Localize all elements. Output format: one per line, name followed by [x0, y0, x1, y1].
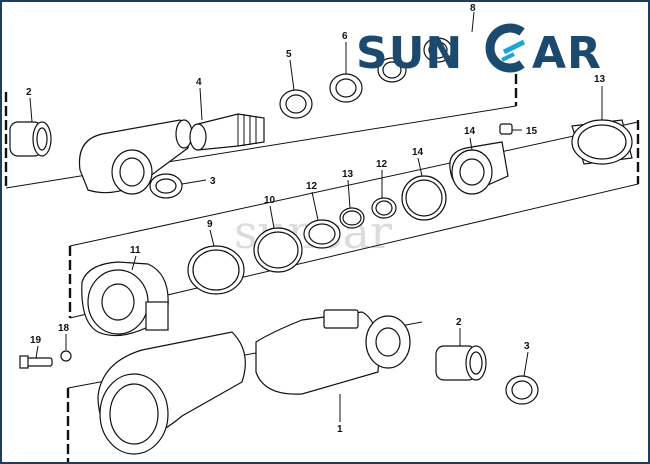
logo-text-left: SUN [356, 28, 463, 79]
part-seals-middle [187, 175, 447, 295]
callout-15: 13 [594, 74, 606, 85]
callout-19: 19 [30, 335, 42, 346]
part-seals-top [279, 37, 453, 119]
callout-11: 11 [130, 245, 141, 256]
callout-2-top: 2 [26, 87, 32, 98]
part-set-screw [499, 123, 513, 135]
callout-1: 1 [337, 424, 343, 435]
part-cylinder-barrel [97, 309, 411, 455]
callout-17: 15 [526, 126, 538, 137]
callout-3-top: 3 [210, 176, 216, 187]
leader-lines [29, 11, 603, 422]
callout-3-bottom: 3 [524, 341, 530, 352]
part-wear-ring [571, 119, 633, 165]
part-seal-top [149, 173, 183, 199]
callout-18: 18 [58, 323, 70, 334]
callout-9: 9 [207, 219, 213, 230]
callout-10: 10 [264, 195, 276, 206]
suncar-logo: SUN AR [356, 23, 602, 79]
callout-6: 6 [342, 31, 348, 42]
callout-12-left: 12 [306, 181, 318, 192]
logo-text-right: AR [532, 28, 602, 79]
callout-4: 4 [196, 77, 202, 88]
callout-2-bottom: 2 [456, 317, 462, 328]
part-bushing-top [9, 121, 52, 157]
callout-13: 13 [342, 169, 354, 180]
callout-16: 14 [464, 126, 476, 137]
callout-14: 14 [412, 147, 424, 158]
part-cylinder-head [81, 261, 169, 337]
callout-12-right: 12 [376, 159, 388, 170]
part-bushing-bottom [435, 345, 487, 381]
callout-8: 8 [470, 3, 476, 14]
logo-c-mark [485, 23, 526, 73]
callout-5: 5 [286, 49, 292, 60]
part-rod-thread [189, 113, 265, 151]
part-rod-eye [78, 119, 193, 195]
callout-labels: 2 4 3 5 6 8 13 14 15 9 10 12 13 12 14 11… [26, 3, 606, 435]
part-bolt-washer [19, 350, 72, 369]
part-piston [449, 141, 509, 195]
part-seal-bottom [505, 375, 539, 405]
